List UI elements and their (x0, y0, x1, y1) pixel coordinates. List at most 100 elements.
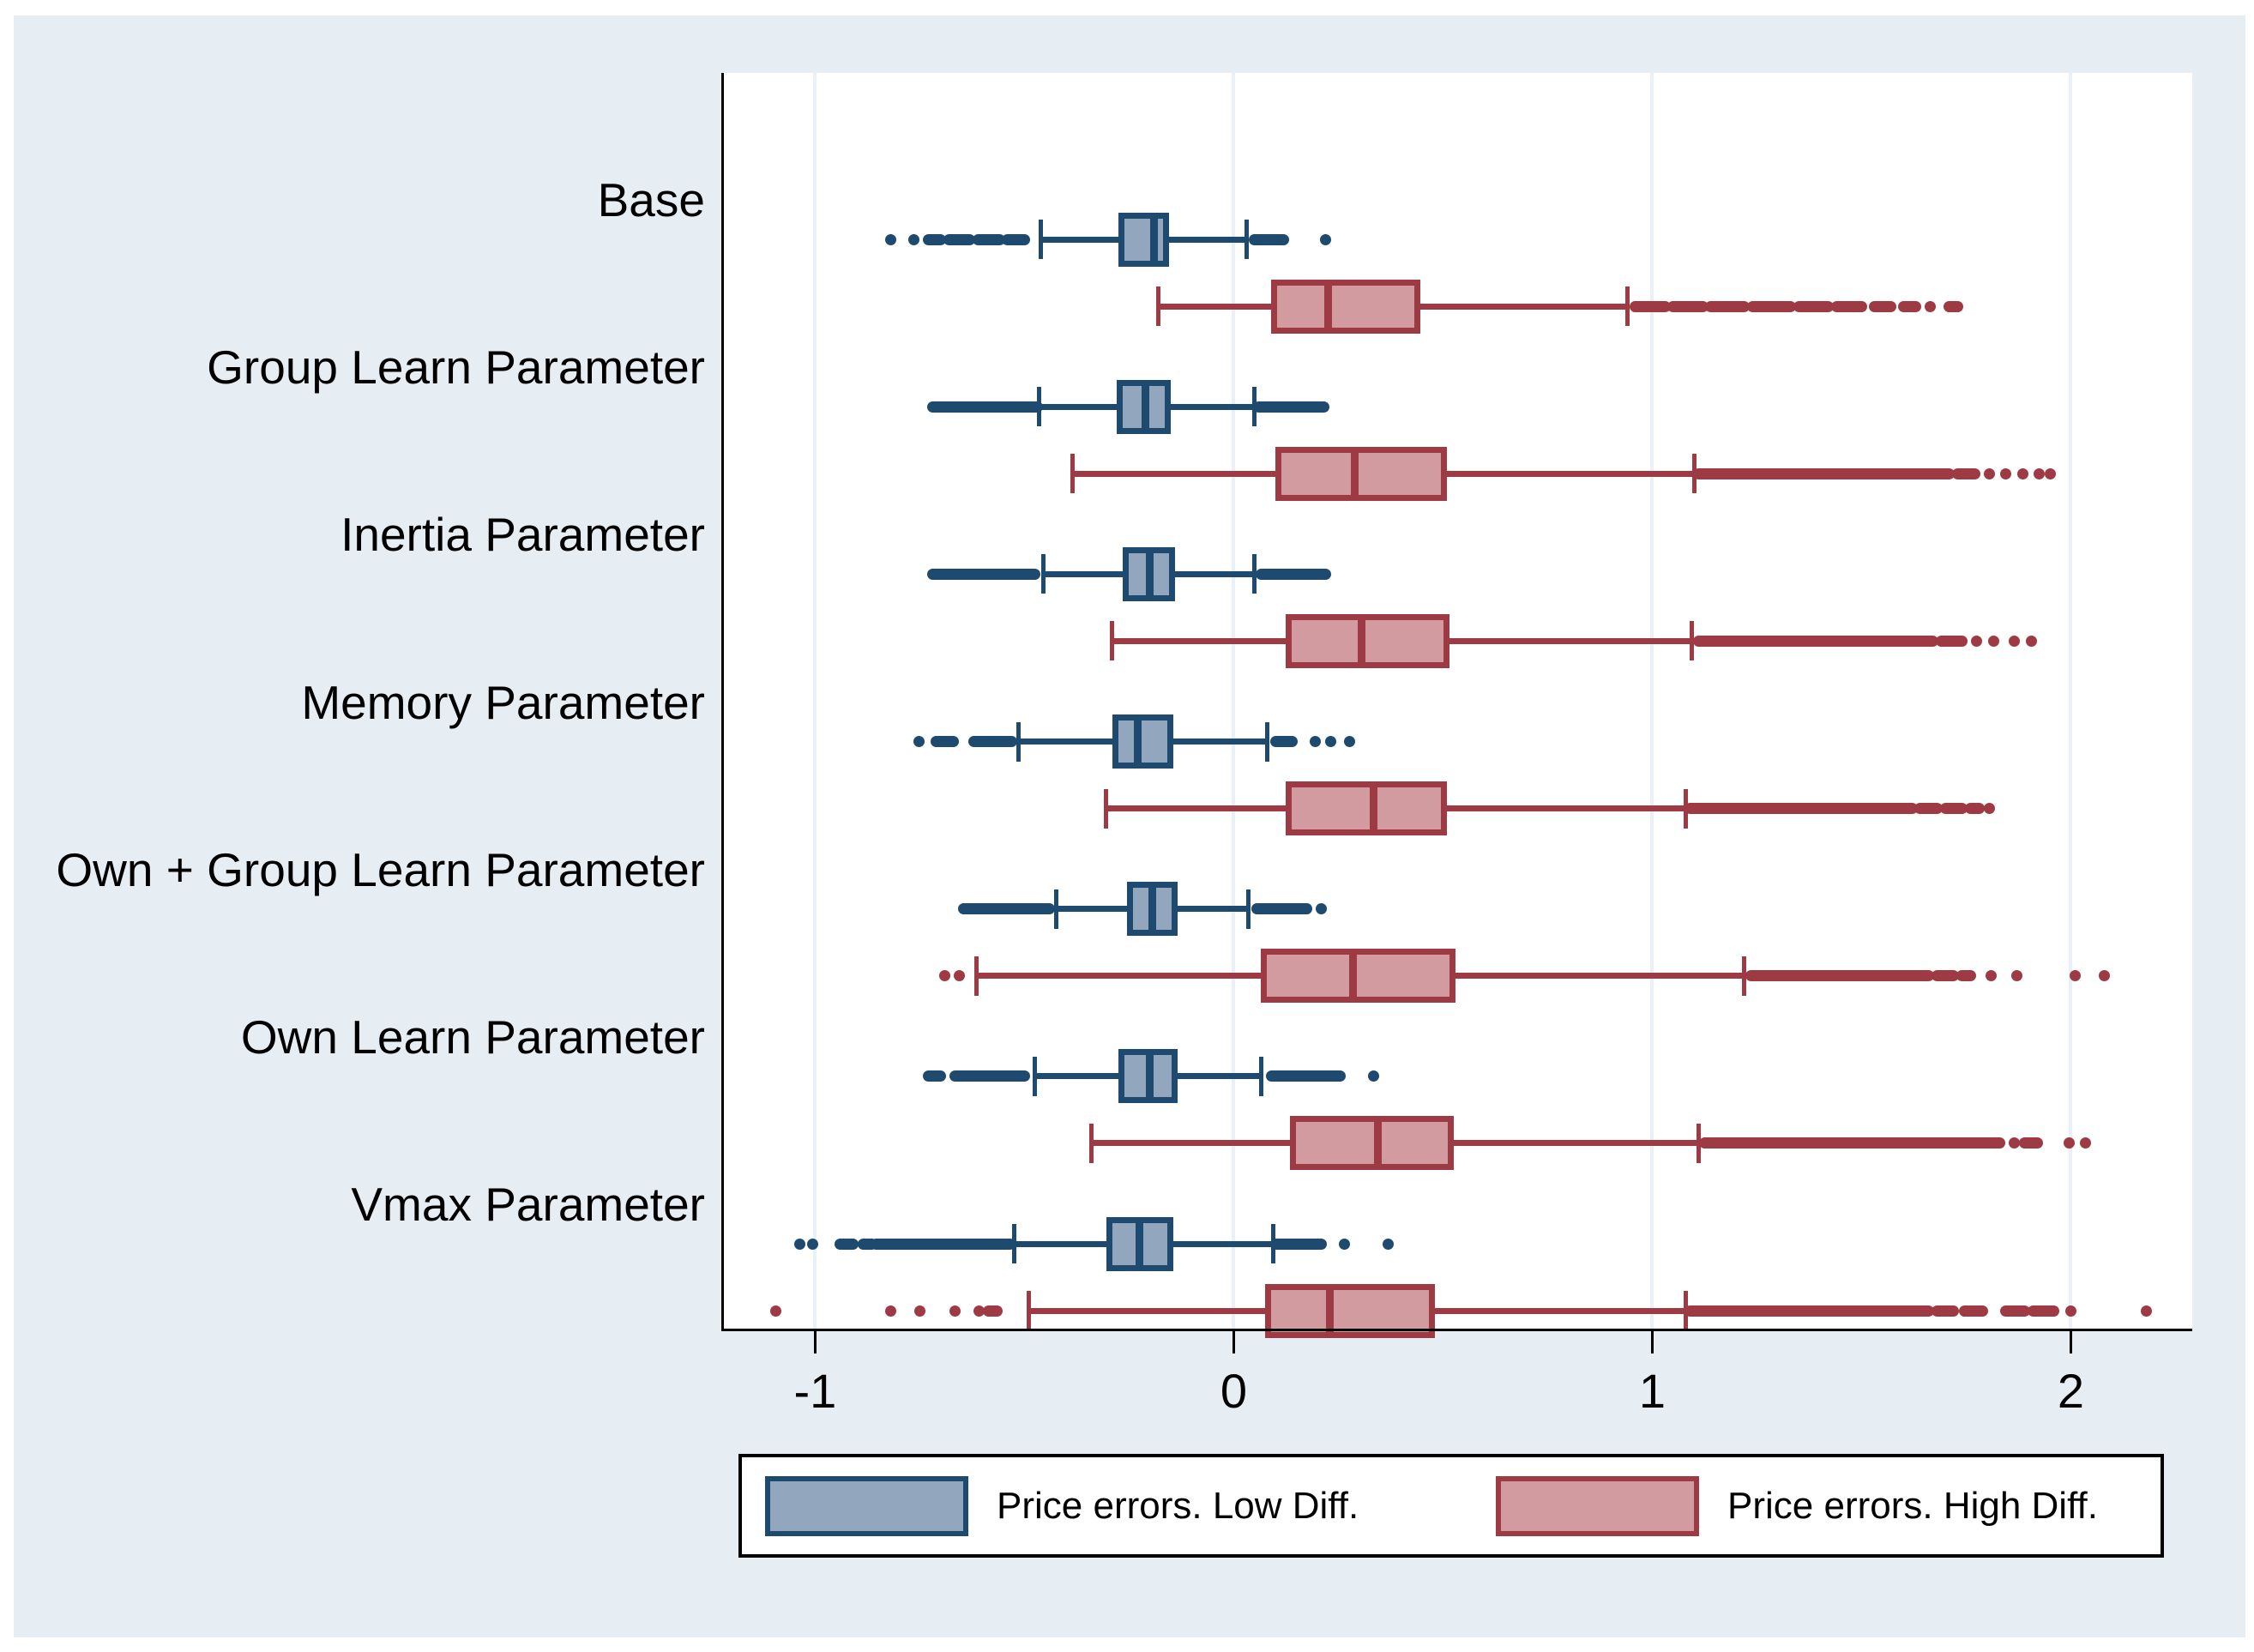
category-label: Memory Parameter (301, 675, 705, 729)
outlier-dot (1925, 300, 1937, 312)
outlier-dot (1987, 635, 1999, 647)
outlier-dot (2064, 1305, 2076, 1317)
outlier-cluster (1897, 300, 1922, 312)
whisker-low (1112, 637, 1287, 644)
outlier-cluster (1956, 970, 1976, 982)
whisker-cap-low (1026, 1291, 1031, 1331)
outlier-dot (1310, 736, 1322, 747)
outlier-cluster (1698, 1137, 2005, 1149)
outlier-dot (2099, 970, 2110, 982)
outlier-dot (949, 1305, 961, 1317)
outlier-dot (2044, 467, 2056, 479)
whisker-low (1072, 470, 1276, 477)
whisker-low (976, 973, 1262, 980)
outlier-dot (2025, 635, 2037, 647)
outlier-cluster (1958, 1305, 1989, 1317)
outlier-cluster (931, 736, 959, 747)
whisker-low (1034, 1073, 1119, 1080)
outlier-dot (913, 1305, 925, 1317)
x-tick-label: -1 (793, 1364, 837, 1418)
outlier-cluster (922, 233, 947, 245)
outlier-cluster (2000, 1305, 2031, 1317)
outlier-cluster (1931, 970, 1960, 982)
median-line (1146, 1049, 1154, 1104)
whisker-cap-low (1110, 621, 1115, 661)
outlier-dot (1339, 1238, 1351, 1250)
category-label: Base (597, 173, 705, 226)
category-label: Vmax Parameter (351, 1178, 705, 1232)
outlier-cluster (1931, 1305, 1960, 1317)
whisker-low (1158, 303, 1272, 310)
outlier-dot (2000, 467, 2012, 479)
outlier-cluster (1255, 568, 1332, 580)
whisker-high (1419, 303, 1628, 310)
whisker-cap-low (1088, 1123, 1094, 1163)
whisker-cap-high (1258, 1056, 1263, 1096)
gridline (1232, 73, 1236, 1329)
whisker-high (1455, 973, 1745, 980)
median-line (1374, 1116, 1383, 1171)
outlier-dot (1986, 970, 1998, 982)
outlier-dot (1344, 736, 1356, 747)
median-line (1370, 781, 1378, 835)
whisker-high (1175, 570, 1255, 577)
whisker-low (1056, 906, 1127, 913)
box (1286, 781, 1448, 835)
whisker-cap-low (1033, 1056, 1038, 1096)
whisker-cap-low (973, 956, 979, 996)
outlier-cluster (1830, 300, 1867, 312)
median-line (1146, 546, 1154, 601)
outlier-dot (2069, 970, 2081, 982)
whisker-cap-low (1040, 554, 1046, 594)
whisker-cap-high (1690, 621, 1695, 661)
median-line (1323, 279, 1332, 334)
x-tick (2069, 1331, 2072, 1354)
x-tick (1232, 1331, 1235, 1354)
whisker-high (1172, 739, 1268, 745)
legend: Price errors. Low Diff. Price errors. Hi… (738, 1454, 2164, 1558)
whisker-cap-low (1156, 286, 1161, 326)
outlier-dot (807, 1238, 819, 1250)
outlier-dot (2009, 1137, 2021, 1149)
outlier-cluster (983, 1305, 1003, 1317)
whisker-cap-high (1244, 220, 1249, 259)
y-axis-line (721, 73, 724, 1331)
outlier-cluster (1269, 736, 1299, 747)
x-tick (1650, 1331, 1654, 1354)
box (1261, 949, 1456, 1004)
outlier-dot (1320, 233, 1332, 245)
outlier-dot (939, 970, 951, 982)
whisker-low (1028, 1307, 1266, 1314)
outlier-dot (2016, 467, 2028, 479)
outlier-dot (793, 1238, 805, 1250)
legend-swatch-high-diff (1496, 1475, 1699, 1536)
whisker-high (1171, 403, 1255, 410)
median-line (1148, 882, 1156, 937)
gridline (2069, 73, 2073, 1329)
outlier-cluster (1249, 233, 1290, 245)
outlier-cluster (1692, 467, 1956, 479)
outlier-cluster (1684, 1305, 1935, 1317)
outlier-cluster (1935, 635, 1968, 647)
outlier-cluster (926, 401, 1043, 413)
outlier-cluster (1002, 233, 1030, 245)
outlier-cluster (1667, 300, 1709, 312)
x-tick-label: 1 (1638, 1364, 1666, 1418)
x-tick-label: 0 (1220, 1364, 1247, 1418)
outlier-cluster (1914, 803, 1943, 814)
box (1112, 714, 1173, 769)
median-line (1357, 613, 1365, 668)
outlier-cluster (1692, 635, 1938, 647)
outlier-dot (1983, 803, 1995, 814)
whisker-low (1043, 570, 1124, 577)
outlier-cluster (1745, 970, 1935, 982)
whisker-low (1091, 1140, 1291, 1147)
outlier-dot (2010, 970, 2022, 982)
outlier-cluster (1630, 300, 1671, 312)
outlier-cluster (1684, 803, 1918, 814)
whisker-cap-high (1742, 956, 1747, 996)
category-label: Inertia Parameter (341, 508, 705, 562)
gridline (1650, 73, 1654, 1329)
outlier-cluster (968, 736, 1018, 747)
